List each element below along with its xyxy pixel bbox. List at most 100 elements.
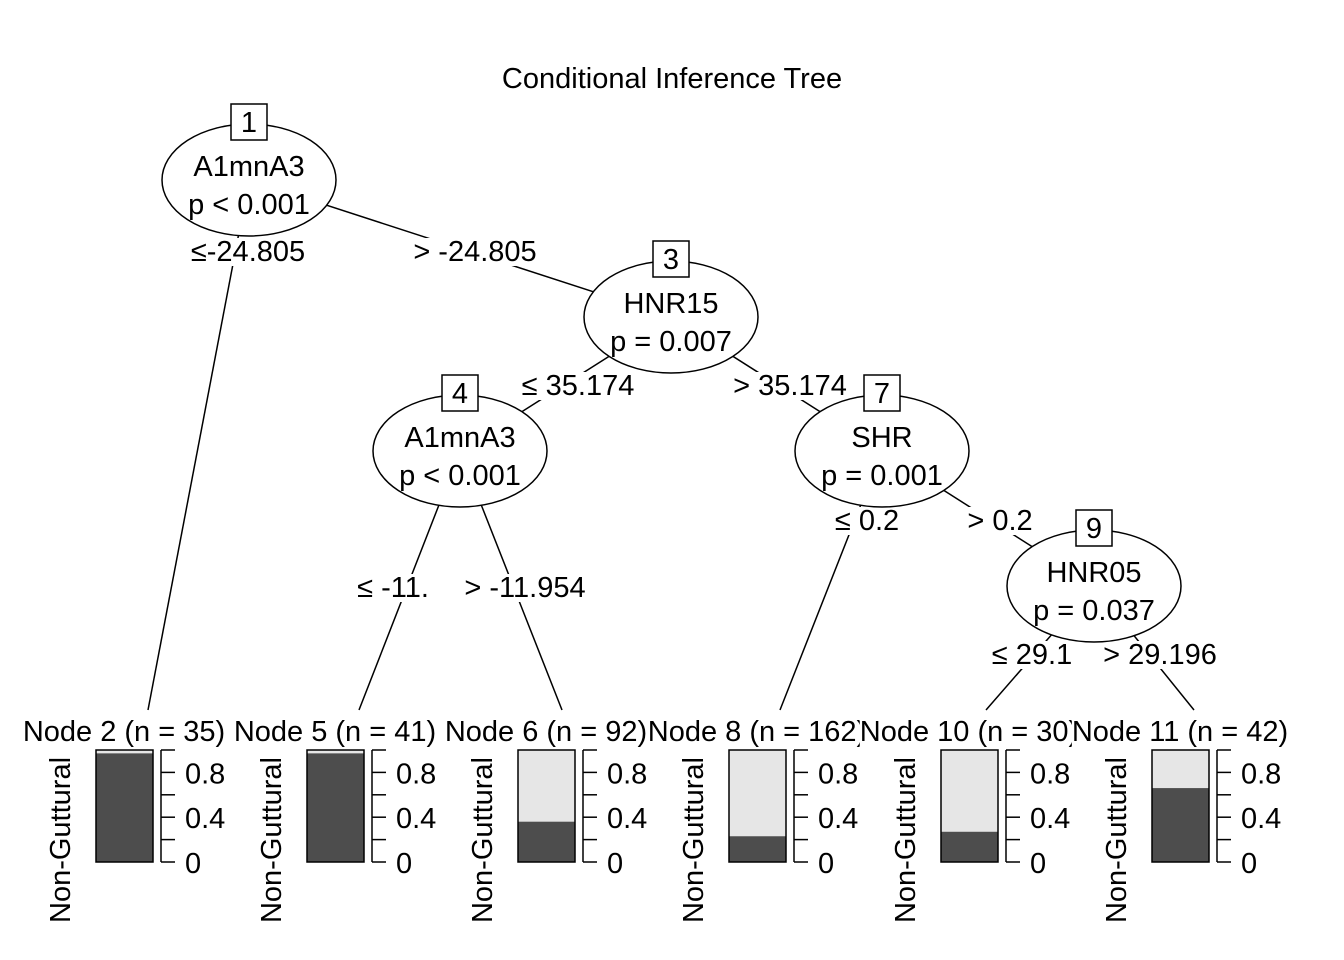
node-pvalue: p < 0.001 <box>188 189 310 221</box>
y-tick-label: 0 <box>1241 848 1257 880</box>
node-variable: A1mnA3 <box>193 151 304 183</box>
bar-dark-segment <box>307 753 364 862</box>
edge-label-group: ≤ 29.1 <box>989 639 1075 671</box>
edge-label-group: ≤-24.805 <box>188 236 308 268</box>
node-variable: HNR15 <box>623 288 718 320</box>
y-tick-label: 0 <box>818 848 834 880</box>
leaf-ylabel: Non-Guttural <box>678 757 710 923</box>
edge-label-bg <box>411 238 539 266</box>
leaf-title: Node 2 (n = 35) <box>23 716 225 748</box>
edge-label: ≤ -11. <box>357 572 429 604</box>
node-variable: A1mnA3 <box>404 422 515 454</box>
edge-label: ≤-24.805 <box>191 236 305 268</box>
edge-label-bg <box>965 507 1035 535</box>
node-id-box <box>441 374 479 412</box>
leaf-title-bg <box>444 718 648 746</box>
y-tick-label: 0.8 <box>396 758 436 790</box>
y-tick-label: 0.4 <box>185 803 225 835</box>
edge-label-group: > 0.2 <box>965 505 1035 537</box>
bar-dark-segment <box>941 831 998 862</box>
edge-label-bg <box>462 574 588 602</box>
node-id: 1 <box>241 107 257 139</box>
node-id: 9 <box>1086 513 1102 545</box>
y-tick-label: 0.4 <box>818 803 858 835</box>
edge-label-group: ≤ 35.174 <box>519 370 637 402</box>
inner-node-3: HNR15 p = 0.007 3 <box>583 240 759 374</box>
edge-label: > 29.196 <box>1103 639 1217 671</box>
edge-label-bg <box>519 372 637 400</box>
y-tick-label: 0.8 <box>1030 758 1070 790</box>
y-tick-label: 0 <box>607 848 623 880</box>
edge-label: > -24.805 <box>413 236 536 268</box>
leaf-ylabel: Non-Guttural <box>256 757 288 923</box>
bar-light-segment <box>1152 750 1209 789</box>
edge-label-bg <box>989 641 1075 669</box>
bar-light-segment <box>941 750 998 832</box>
y-tick-label: 0.8 <box>1241 758 1281 790</box>
node-variable: HNR05 <box>1046 557 1141 589</box>
bar-frame <box>306 749 365 863</box>
inner-node-9: HNR05 p = 0.037 9 <box>1006 509 1182 643</box>
edge-label-bg <box>1101 641 1219 669</box>
leaf-title-bg <box>859 718 1079 746</box>
leaf-title: Node 10 (n = 30) <box>860 716 1078 748</box>
bar-frame <box>1151 749 1210 863</box>
bar-light-segment <box>729 750 786 837</box>
bar-frame <box>95 749 154 863</box>
y-tick-label: 0.4 <box>607 803 647 835</box>
edge-label-group: ≤ 0.2 <box>832 505 902 537</box>
edge-label: ≤ 35.174 <box>522 370 635 402</box>
node-id-box <box>1075 509 1113 547</box>
edge-label-group: > 35.174 <box>731 370 849 402</box>
node-variable: SHR <box>851 422 912 454</box>
edge-label: > 0.2 <box>967 505 1032 537</box>
leaf-title-bg <box>22 718 226 746</box>
y-tick-label: 0.4 <box>1241 803 1281 835</box>
leaf-ylabel: Non-Guttural <box>45 757 77 923</box>
bar-dark-segment <box>96 753 153 862</box>
leaf-ylabel: Non-Guttural <box>890 757 922 923</box>
edge-label: ≤ 0.2 <box>835 505 899 537</box>
leaf-title: Node 11 (n = 42) <box>1072 716 1288 748</box>
node-pvalue: p = 0.001 <box>821 460 943 492</box>
edge-label-group: ≤ -11. <box>355 572 431 604</box>
node-pvalue: p < 0.001 <box>399 460 521 492</box>
inner-node-4: A1mnA3 p < 0.001 4 <box>372 374 548 508</box>
node-pvalue: p = 0.037 <box>1033 595 1155 627</box>
bar-frame <box>940 749 999 863</box>
y-tick-label: 0.8 <box>607 758 647 790</box>
bar-dark-segment <box>1152 788 1209 862</box>
edge-label-group: > -24.805 <box>411 236 539 268</box>
edge-label-bg <box>188 238 308 266</box>
edge-label: ≤ 29.1 <box>992 639 1072 671</box>
leaf-ylabel: Non-Guttural <box>1101 757 1133 923</box>
inner-node-1: A1mnA3 p < 0.001 1 <box>161 103 337 237</box>
chart-title: Conditional Inference Tree <box>502 63 842 95</box>
node-id: 4 <box>452 378 468 410</box>
y-tick-label: 0.4 <box>396 803 436 835</box>
bar-light-segment <box>518 750 575 822</box>
bar-frame <box>517 749 576 863</box>
bar-frame <box>728 749 787 863</box>
bar-light-segment <box>307 750 364 754</box>
leaf-title-bg <box>233 718 437 746</box>
node-pvalue: p = 0.007 <box>610 326 732 358</box>
edge-label-bg <box>832 507 902 535</box>
node-id-box <box>863 374 901 412</box>
y-tick-label: 0 <box>185 848 201 880</box>
edge-1-2 <box>147 179 250 711</box>
leaf-title-bg <box>647 718 867 746</box>
node-id-box <box>652 240 690 278</box>
node-id: 3 <box>663 244 679 276</box>
edge-label-group: > 29.196 <box>1101 639 1219 671</box>
y-tick-label: 0.4 <box>1030 803 1070 835</box>
node-id-box <box>230 103 268 141</box>
